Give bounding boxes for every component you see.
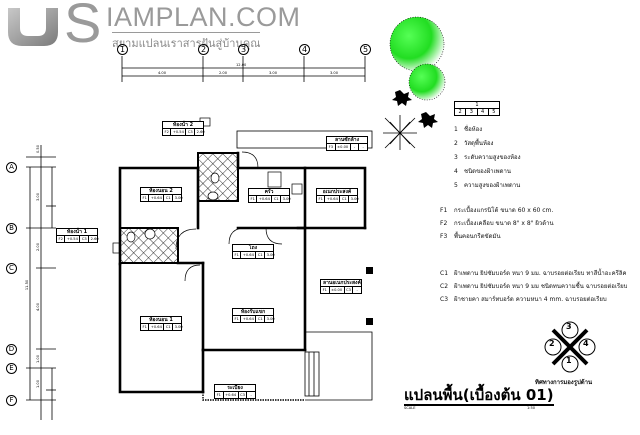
logo-s-letter: S bbox=[64, 0, 102, 54]
grid-bubble-5: 5 bbox=[360, 44, 371, 55]
view-num-3: 3 bbox=[566, 322, 572, 331]
room-tag-laundry: ลานซักล้าง F3±0.00-- bbox=[326, 136, 368, 151]
dim-total: 12.00 bbox=[236, 63, 247, 67]
grid-bubble-1: 1 bbox=[117, 44, 128, 55]
logo-mark-icon bbox=[8, 8, 58, 46]
legend-key: 1 2 3 4 5 bbox=[454, 101, 500, 116]
dim-seg-2: 2.00 bbox=[219, 71, 228, 75]
grid-bubble-B: B bbox=[6, 223, 17, 234]
scale-label: SCALE bbox=[404, 406, 416, 410]
view-num-2: 2 bbox=[549, 339, 555, 348]
grid-bubble-A: A bbox=[6, 162, 17, 173]
grid-bubble-C: C bbox=[6, 263, 17, 274]
logo: S IAMPLAN.COM สยามแปลนเราสารฝันสู่บ้านคุ… bbox=[6, 0, 346, 52]
grid-bubble-4: 4 bbox=[299, 44, 310, 55]
scale-value: 1:50 bbox=[527, 406, 536, 410]
grid-bubble-E: E bbox=[6, 363, 17, 374]
view-num-1: 1 bbox=[566, 356, 572, 365]
grid-bubble-2: 2 bbox=[198, 44, 209, 55]
dim-left-3: 2.00 bbox=[36, 242, 41, 252]
site-name: IAMPLAN.COM bbox=[106, 2, 301, 32]
dim-left-5: 1.00 bbox=[36, 354, 41, 364]
dim-left-4: 4.00 bbox=[36, 302, 41, 312]
drawing-title: แปลนพื้น(เบื้องต้น 01) bbox=[404, 386, 554, 406]
dim-left-6: 1.00 bbox=[36, 379, 41, 389]
view-direction-caption: ทิศทางการมองรูปด้าน bbox=[535, 379, 593, 386]
grid-bubble-D: D bbox=[6, 344, 17, 355]
legend-key-top: 1 bbox=[455, 102, 499, 109]
dim-left-1: 0.50 bbox=[36, 144, 41, 154]
grid-bubble-F: F bbox=[6, 395, 17, 406]
dim-left-2: 3.00 bbox=[36, 192, 41, 202]
dim-left-total: 11.50 bbox=[25, 279, 30, 291]
view-num-4: 4 bbox=[583, 339, 589, 348]
tagline: สยามแปลนเราสารฝันสู่บ้านคุณ bbox=[112, 32, 261, 52]
dim-seg-1: 4.00 bbox=[158, 71, 167, 75]
grid-bubble-3: 3 bbox=[238, 44, 249, 55]
dim-seg-3: 3.00 bbox=[269, 71, 278, 75]
dim-seg-4: 3.00 bbox=[330, 71, 339, 75]
